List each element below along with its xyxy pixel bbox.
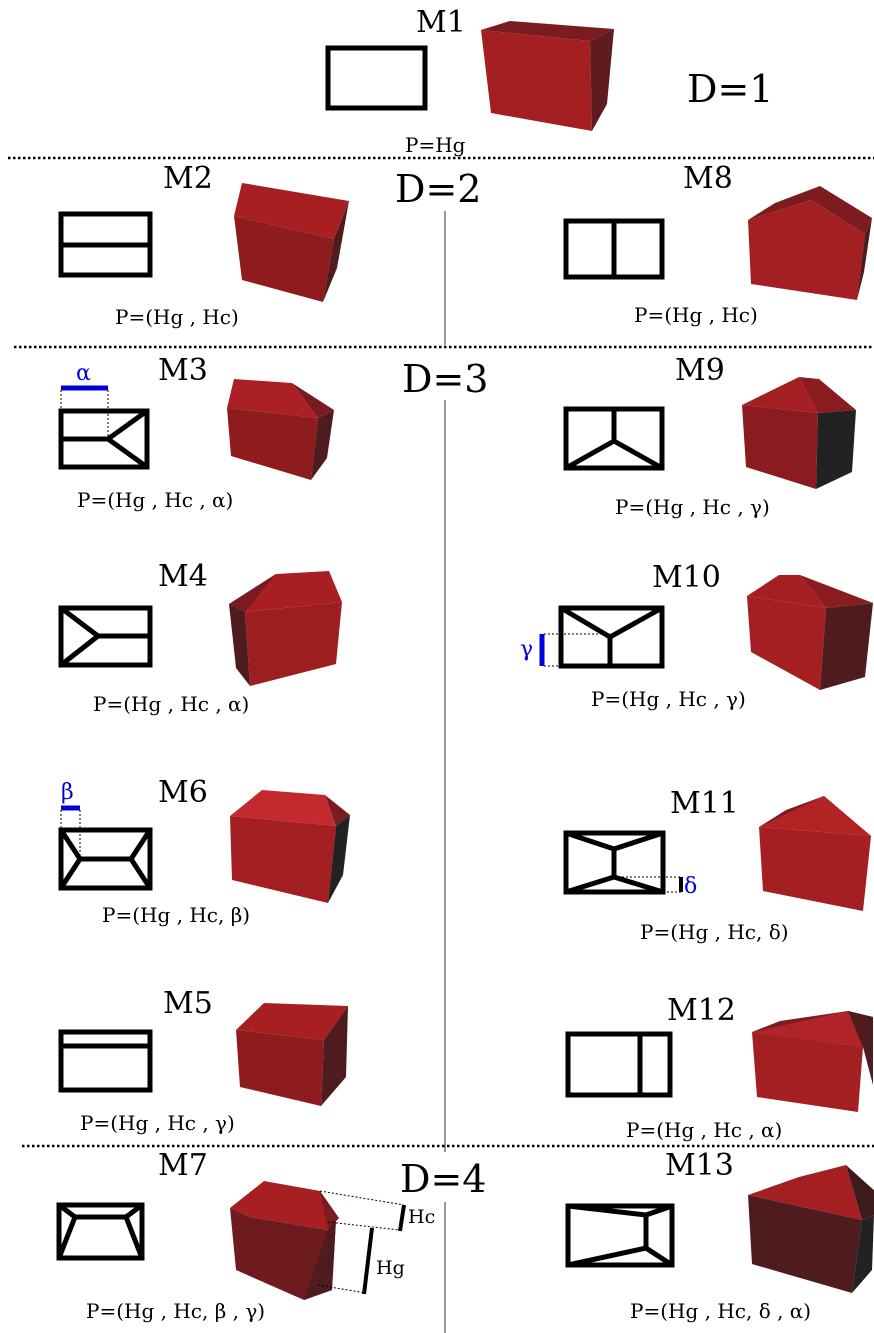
- footprint-m12: [568, 1034, 670, 1095]
- footprint-m8: [566, 221, 662, 277]
- model-name-m8: M8: [683, 161, 733, 196]
- section-d4-label: D=4: [400, 1157, 486, 1201]
- footprint-m11: [566, 833, 663, 892]
- section-d2-label: D=2: [395, 167, 481, 211]
- gamma-symbol: γ: [520, 637, 533, 662]
- hg-bar: [364, 1228, 372, 1294]
- render-m3: [227, 379, 334, 480]
- footprints: [59, 48, 672, 1265]
- render-m9: [742, 377, 856, 489]
- footprint-m7: [59, 1205, 142, 1258]
- model-name-m11: M11: [670, 786, 739, 821]
- model-name-m13: M13: [665, 1148, 734, 1183]
- hc-guide-bottom: [328, 1222, 400, 1230]
- render-m11: [759, 796, 871, 911]
- render-m10: [747, 575, 873, 690]
- section-d1-label: D=1: [687, 67, 773, 111]
- params-m8: P=(Hg , Hc): [634, 303, 758, 327]
- model-name-m9: M9: [675, 353, 725, 388]
- footprint-m5: [61, 1032, 150, 1090]
- params-m2: P=(Hg , Hc): [115, 305, 239, 329]
- footprint-m13: [568, 1206, 672, 1265]
- footprint-m10: [561, 608, 662, 666]
- render-m2: [234, 183, 349, 302]
- section-d3-label: D=3: [402, 357, 488, 401]
- model-name-m6: M6: [158, 775, 208, 810]
- footprint-m3: [61, 411, 147, 467]
- render-m4: [229, 571, 342, 686]
- hc-symbol: Hc: [408, 1206, 435, 1228]
- alpha-symbol: α: [76, 361, 91, 386]
- params-m11: P=(Hg , Hc, δ): [640, 920, 789, 944]
- params-m12: P=(Hg , Hc , α): [626, 1118, 782, 1142]
- params-m10: P=(Hg , Hc , γ): [591, 687, 746, 711]
- model-name-m5: M5: [163, 986, 213, 1021]
- hc-guide-top: [320, 1191, 404, 1205]
- footprint-m2: [61, 214, 150, 275]
- hg-symbol: Hg: [376, 1257, 405, 1279]
- render-m1: [481, 21, 614, 131]
- model-name-m4: M4: [158, 559, 208, 594]
- model-name-m7: M7: [158, 1148, 208, 1183]
- model-name-m1: M1: [416, 5, 466, 40]
- render-m5: [236, 1003, 348, 1106]
- parameter-captions: P=Hg P=(Hg , Hc) P=(Hg , Hc) P=(Hg , Hc …: [77, 133, 811, 1323]
- beta-symbol: β: [61, 780, 74, 805]
- params-m3: P=(Hg , Hc , α): [77, 488, 233, 512]
- render-m13: [748, 1165, 874, 1293]
- model-name-m2: M2: [163, 161, 213, 196]
- params-m1: P=Hg: [405, 133, 466, 157]
- params-m5: P=(Hg , Hc , γ): [80, 1111, 235, 1135]
- renderings: [227, 21, 874, 1300]
- hc-bar: [400, 1205, 404, 1231]
- params-m6: P=(Hg , Hc, β): [102, 903, 250, 927]
- params-m7: P=(Hg , Hc, β , γ): [86, 1299, 265, 1323]
- footprint-m4: [61, 608, 150, 665]
- footprint-m6: [61, 830, 150, 888]
- model-name-m3: M3: [158, 353, 208, 388]
- model-name-m10: M10: [652, 560, 721, 595]
- render-m6: [230, 790, 350, 903]
- render-m8: [748, 186, 872, 300]
- params-m13: P=(Hg , Hc, δ , α): [630, 1299, 811, 1323]
- model-name-m12: M12: [667, 993, 736, 1028]
- delta-symbol: δ: [684, 874, 697, 899]
- render-m12: [752, 1011, 873, 1112]
- params-m4: P=(Hg , Hc , α): [93, 692, 249, 716]
- params-m9: P=(Hg , Hc , γ): [615, 495, 770, 519]
- render-m7: [230, 1181, 339, 1300]
- footprint-m9: [566, 409, 662, 468]
- footprint-m1: [328, 48, 425, 108]
